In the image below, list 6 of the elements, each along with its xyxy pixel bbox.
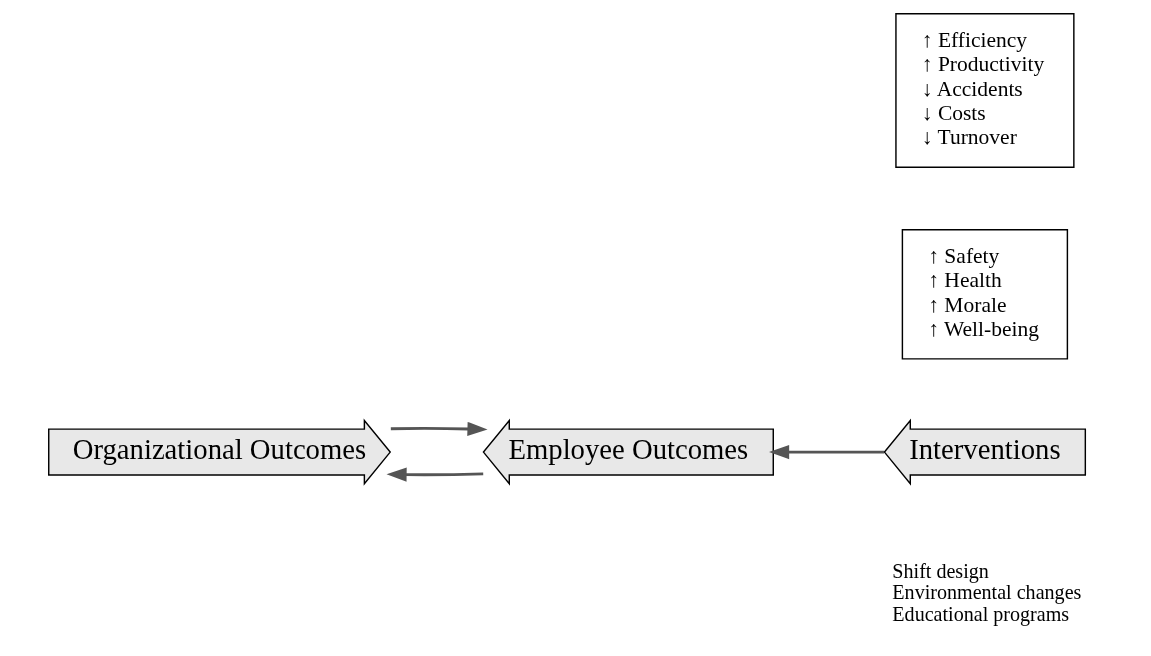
node-box: ↑ Efficiency ↑ Productivity ↓ Accidents ↓ Costs ↓ Turnover — [894, 13, 1075, 169]
arrow — [386, 467, 483, 482]
node-box: ↑ Safety ↑ Health ↑ Morale ↑ Well-being — [901, 229, 1068, 360]
node-label: Shift design — [891, 559, 989, 582]
arrow — [390, 421, 488, 436]
arrow — [768, 445, 884, 460]
